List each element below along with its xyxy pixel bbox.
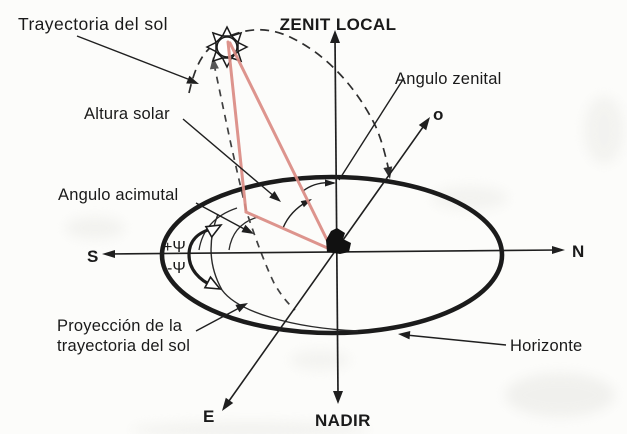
zenith-angle-pointer [338,77,405,181]
label-angulo-zenital: Angulo zenital [395,70,501,88]
label-axis-east: E [203,407,215,426]
label-psi-plus: +Ψ [163,239,186,256]
azimuth-arc-inner [228,216,259,251]
sun-ray-lines [226,40,334,252]
south-arrowhead [102,250,115,258]
altura-pointer-arrowhead [269,191,281,202]
sun-altitude-dashed-line [213,63,296,311]
psi-minus-arrowhead [203,275,222,290]
label-proyeccion-line2: trayectoria del sol [57,337,190,355]
north-arrowhead [552,246,565,254]
label-axis-north: N [572,242,585,261]
altitude-line-arrowhead [209,57,219,70]
horizon-ellipse [159,174,505,336]
nadir-arrowhead [333,391,343,404]
psi-plus-arrowhead [204,223,223,239]
scan-artifacts [65,96,624,434]
label-nadir: NADIR [315,411,371,430]
east-arrowhead [222,397,234,411]
trajectory-projection-curve [210,213,359,332]
label-pointers [76,35,507,346]
label-psi-minus: -Ψ [167,260,186,277]
azimuth-arc-outer [198,207,238,251]
label-axis-south: S [87,247,99,266]
east-west-axis [223,119,429,409]
label-proyeccion-line1: Proyección de la [57,317,183,335]
label-altura-solar: Altura solar [84,105,170,123]
zenith-arc-arrowhead [325,179,336,187]
psi-curved-arrow [187,226,216,288]
label-angulo-acimutal: Angulo acimutal [58,186,178,204]
trayectoria-pointer-arrowhead [186,75,199,84]
label-horizonte: Horizonte [510,337,582,355]
west-arrowhead [418,117,430,131]
proyeccion-pointer-arrowhead [235,303,248,313]
zenith-arrowhead [330,30,340,43]
zenith-nadir-axis [334,37,339,395]
acimutal-pointer-arrowhead [241,224,254,234]
horizonte-pointer-arrowhead [398,331,411,340]
trajectory-arrowhead [383,166,393,179]
observer-icon [326,228,351,254]
label-axis-west: o [433,105,444,124]
label-zenit-local: ZENIT LOCAL [280,15,397,34]
label-trayectoria-del-sol: Trayectoria del sol [18,14,168,34]
sun-icon [205,25,249,69]
